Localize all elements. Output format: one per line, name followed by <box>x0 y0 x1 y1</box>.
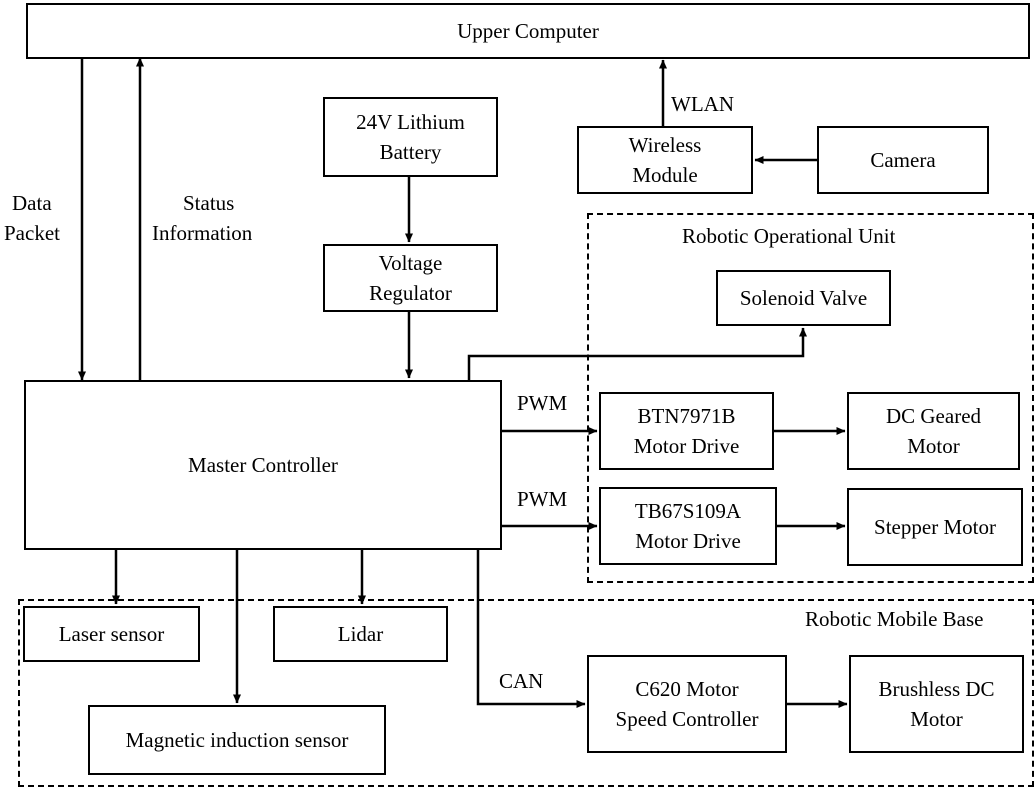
voltage-regulator-label-line-1: Voltage <box>378 251 443 275</box>
voltage-regulator-label-line-2: Regulator <box>369 281 452 305</box>
btn-motor-drive-block: BTN7971B Motor Drive <box>599 392 774 470</box>
wireless-module-label-line-1: Wireless <box>628 133 702 157</box>
c620-label-line-2: Speed Controller <box>615 707 759 731</box>
master-controller-block: Master Controller <box>24 380 502 550</box>
tb-drive-label-line-2: Motor Drive <box>635 529 741 553</box>
laser-sensor-block: Laser sensor <box>23 606 200 662</box>
pwm-label-2: PWM <box>517 487 568 511</box>
battery-label-line-2: Battery <box>379 140 442 164</box>
btn-drive-label-line-1: BTN7971B <box>637 404 736 428</box>
robotic-operational-unit-frame <box>587 213 1034 583</box>
stepper-motor-block: Stepper Motor <box>847 488 1023 566</box>
brushless-label-line-1: Brushless DC <box>878 677 995 701</box>
robotic-mobile-base-frame <box>18 599 1034 787</box>
upper-computer-block: Upper Computer <box>26 3 1030 59</box>
camera-block: Camera <box>817 126 989 194</box>
operational-unit-title: Robotic Operational Unit <box>682 224 896 248</box>
status-information-label-line-2: Information <box>152 221 253 245</box>
can-to-c620-arrow <box>476 550 586 708</box>
brushless-label-line-2: Motor <box>910 707 963 731</box>
tb-motor-drive-block: TB67S109A Motor Drive <box>599 487 777 565</box>
wireless-module-block: Wireless Module <box>577 126 753 194</box>
tb-drive-label-line-1: TB67S109A <box>634 499 742 523</box>
voltage-regulator-block: Voltage Regulator <box>323 244 498 312</box>
data-packet-label-line-2: Packet <box>4 221 60 245</box>
dc-geared-motor-label-line-2: Motor <box>907 434 960 458</box>
dc-geared-motor-block: DC Geared Motor <box>847 392 1020 470</box>
battery-block: 24V Lithium Battery <box>323 97 498 177</box>
can-label: CAN <box>499 669 544 693</box>
battery-label-line-1: 24V Lithium <box>356 110 465 134</box>
magnetic-induction-sensor-block: Magnetic induction sensor <box>88 705 386 775</box>
c620-speed-controller-block: C620 Motor Speed Controller <box>587 655 787 753</box>
mobile-base-title: Robotic Mobile Base <box>805 607 984 631</box>
btn-drive-label-line-2: Motor Drive <box>633 434 740 458</box>
wlan-label: WLAN <box>671 92 734 116</box>
dc-geared-motor-label-line-1: DC Geared <box>885 404 982 428</box>
lidar-block: Lidar <box>273 606 448 662</box>
c620-label-line-1: C620 Motor <box>635 677 739 701</box>
pwm-label-1: PWM <box>517 391 568 415</box>
solenoid-valve-block: Solenoid Valve <box>716 270 891 326</box>
master-to-solenoid-arrow <box>467 327 807 380</box>
data-packet-label-line-1: Data <box>12 191 52 215</box>
wireless-module-label-line-2: Module <box>632 163 698 187</box>
brushless-dc-motor-block: Brushless DC Motor <box>849 655 1024 753</box>
status-information-label-line-1: Status <box>183 191 235 215</box>
